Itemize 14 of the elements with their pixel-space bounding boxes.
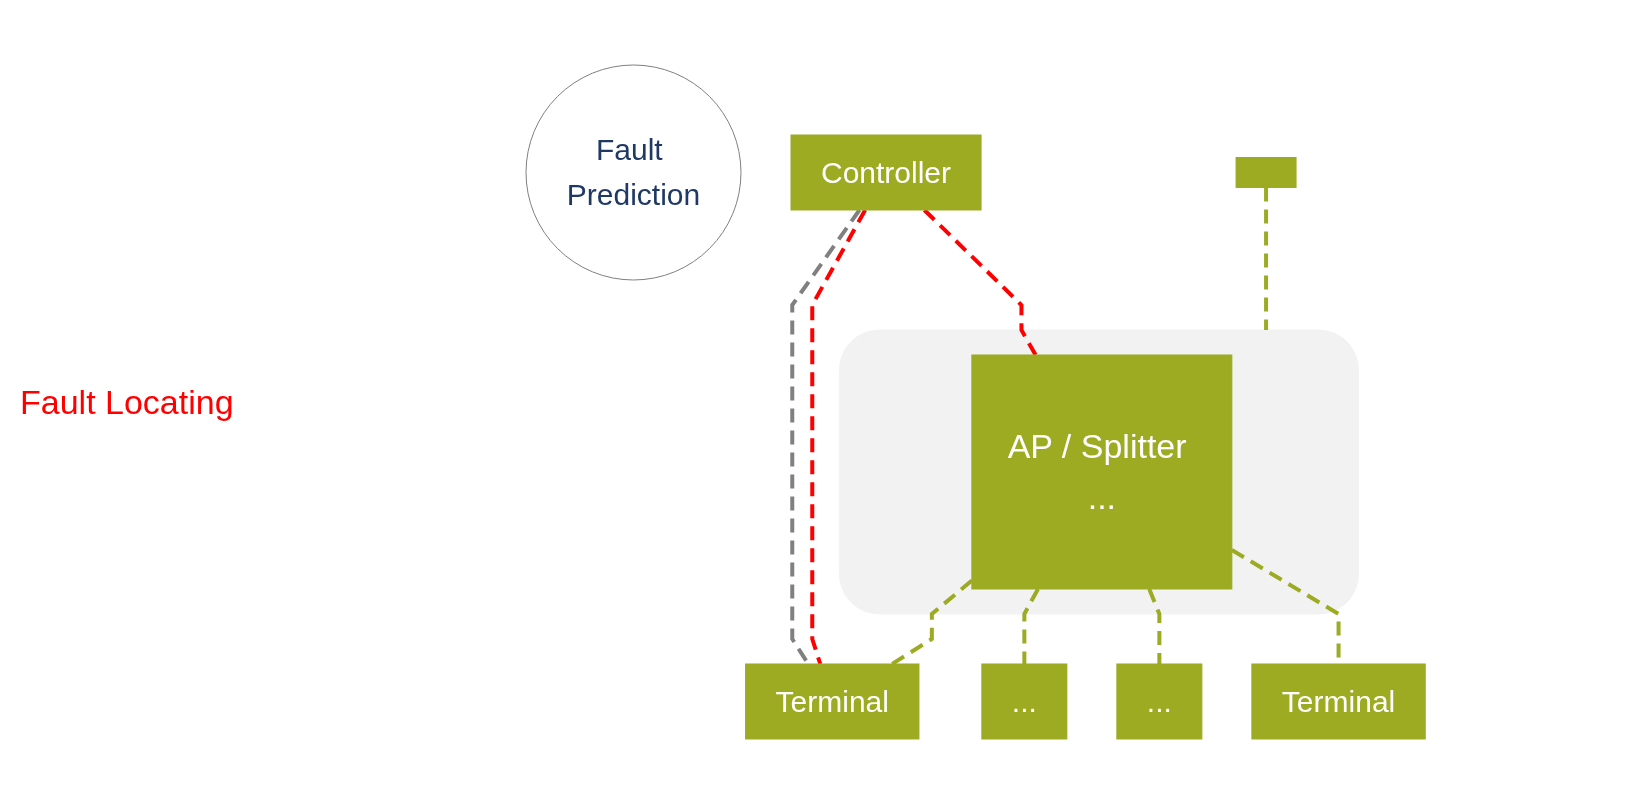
annotation-text: Fault Locating bbox=[20, 382, 235, 422]
node-box: Terminal bbox=[745, 663, 920, 740]
connector bbox=[810, 209, 868, 665]
node-box: Terminal bbox=[1251, 663, 1427, 740]
node-circle: Fault Prediction bbox=[525, 64, 742, 281]
node-box: Controller bbox=[790, 134, 982, 211]
node-box: AP / Splitter ... bbox=[971, 354, 1233, 590]
connector bbox=[1264, 187, 1269, 330]
node-box bbox=[1235, 157, 1297, 188]
cluster bbox=[839, 329, 1360, 615]
node-box: ... bbox=[981, 663, 1068, 740]
node-box: ... bbox=[1116, 663, 1203, 740]
connector bbox=[1022, 588, 1041, 664]
connector bbox=[1147, 588, 1162, 664]
